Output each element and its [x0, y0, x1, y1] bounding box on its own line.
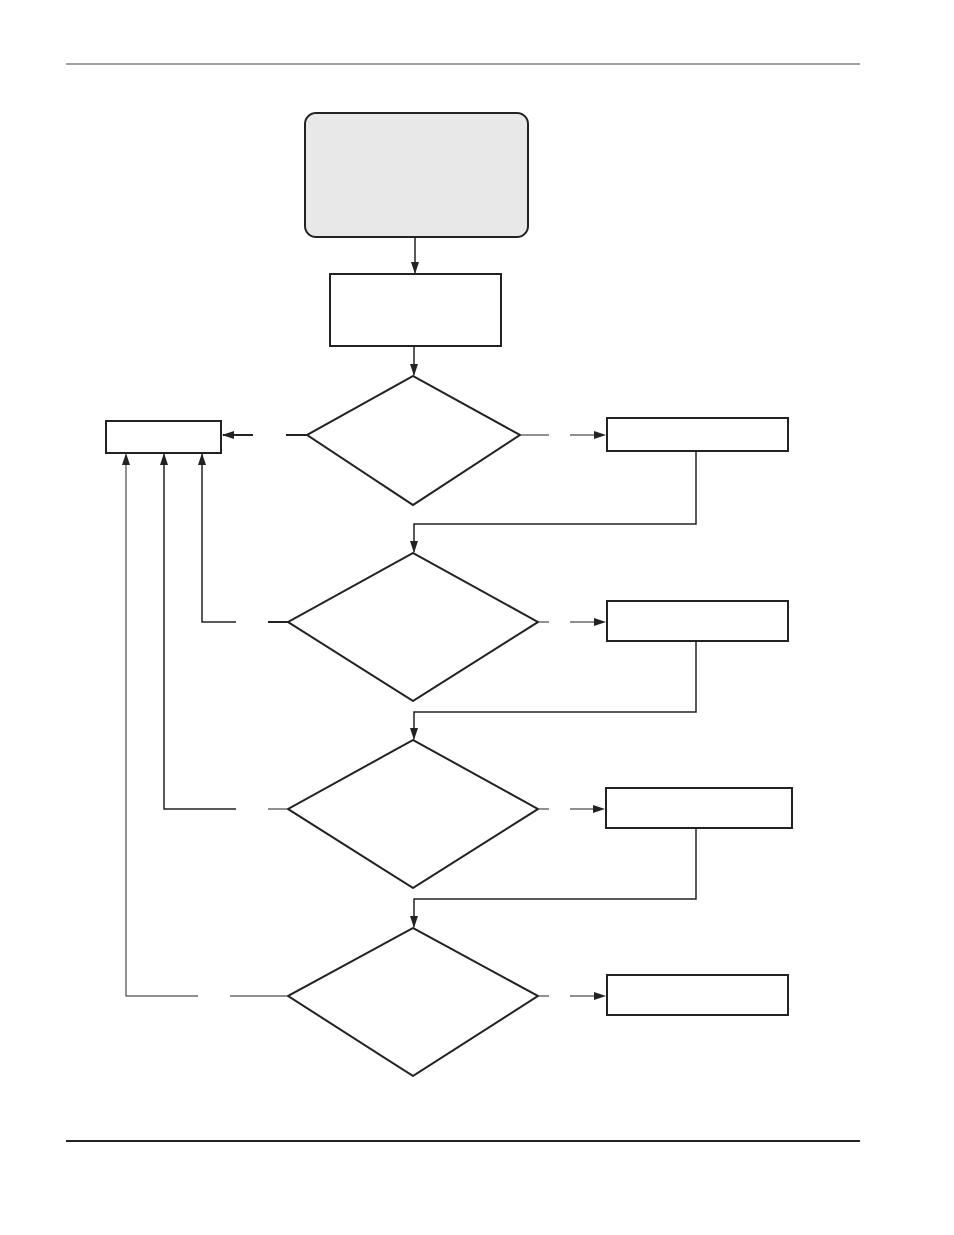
connector-right-result-2-to-decision-3: [410, 641, 697, 740]
connector-right-result-3-to-decision-4: [410, 828, 697, 928]
left-result-box: [105, 420, 222, 454]
right-result-box-1: [606, 417, 789, 452]
decision-diamond-4: [286, 926, 540, 1078]
connector-decision-2-to-left-result: [198, 453, 236, 623]
connector-decision-3-to-left-result: [160, 453, 236, 810]
decision-diamond-2: [286, 551, 540, 703]
decision-diamond-1: [305, 374, 522, 507]
right-result-box-4: [606, 974, 789, 1016]
start-node: [304, 112, 529, 238]
connector-decision-4-to-left-result: [122, 453, 198, 997]
decision-diamond-3: [286, 738, 540, 890]
process-box: [329, 273, 502, 347]
connector-right-result-1-to-decision-2: [410, 451, 697, 553]
right-result-box-2: [606, 600, 789, 642]
right-result-box-3: [605, 787, 793, 829]
